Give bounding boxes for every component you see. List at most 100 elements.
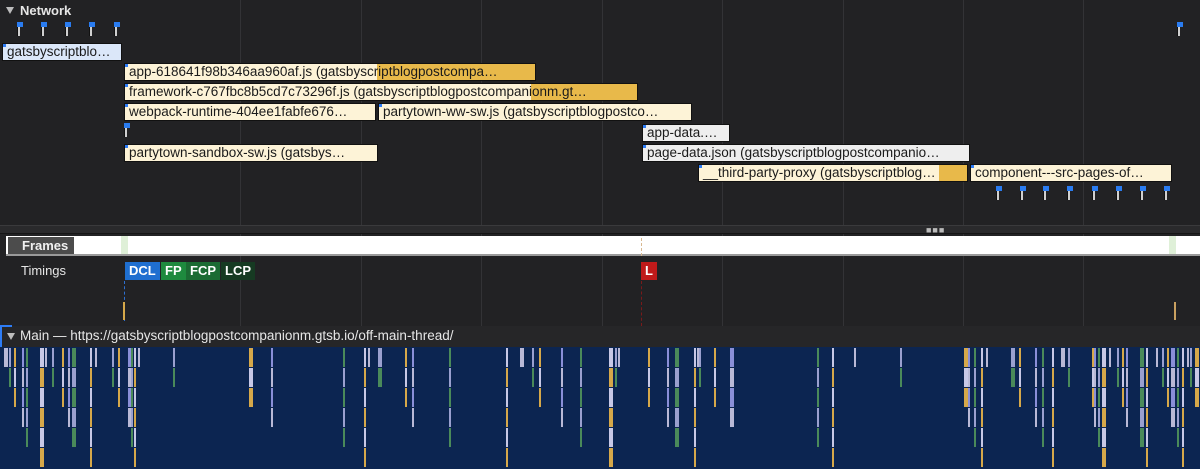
- timing-marker-fp[interactable]: FP: [161, 262, 186, 280]
- flame-chart-event[interactable]: [974, 388, 976, 407]
- flame-chart-event[interactable]: [1042, 348, 1044, 367]
- flame-chart-event[interactable]: [539, 348, 541, 367]
- flame-chart-event[interactable]: [694, 408, 696, 427]
- flame-chart-event[interactable]: [62, 368, 64, 387]
- flame-chart-event[interactable]: [134, 428, 136, 447]
- flame-chart-event[interactable]: [90, 348, 92, 367]
- flame-chart-event[interactable]: [580, 348, 582, 367]
- flame-chart-event[interactable]: [981, 408, 983, 427]
- network-request-framework[interactable]: framework-c767fbc8b5cd7c73296f.js (gatsb…: [124, 83, 638, 101]
- flame-chart-event[interactable]: [14, 348, 16, 367]
- flame-chart-event[interactable]: [986, 348, 988, 367]
- flame-chart-event[interactable]: [68, 368, 70, 387]
- network-request-partytown-ww[interactable]: partytown-ww-sw.js (gatsbyscriptblogpost…: [378, 103, 692, 121]
- flame-chart-event[interactable]: [1117, 368, 1119, 387]
- flame-chart-event[interactable]: [974, 408, 976, 427]
- flame-chart-event[interactable]: [1102, 448, 1106, 467]
- flame-chart-event[interactable]: [1019, 388, 1021, 407]
- flame-chart-event[interactable]: [1098, 388, 1100, 407]
- flame-chart-event[interactable]: [112, 368, 114, 387]
- flame-chart-event[interactable]: [1146, 428, 1148, 447]
- flame-chart-event[interactable]: [173, 348, 175, 367]
- flame-chart-event[interactable]: [675, 368, 679, 387]
- flame-chart-event[interactable]: [817, 368, 819, 387]
- flame-chart-event[interactable]: [694, 428, 696, 447]
- flame-chart-event[interactable]: [1052, 428, 1054, 447]
- frames-track[interactable]: [6, 236, 1200, 256]
- flame-chart-event[interactable]: [561, 388, 563, 407]
- flame-chart-event[interactable]: [1140, 348, 1144, 367]
- flame-chart-event[interactable]: [343, 348, 345, 367]
- flame-chart-event[interactable]: [1019, 368, 1021, 387]
- flame-chart-event[interactable]: [1068, 348, 1070, 367]
- flame-chart-event[interactable]: [405, 348, 407, 367]
- network-request-component[interactable]: component---src-pages-of…: [970, 164, 1172, 182]
- flame-chart-event[interactable]: [1182, 448, 1184, 467]
- flame-chart-event[interactable]: [249, 348, 253, 367]
- flame-chart-event[interactable]: [271, 408, 273, 427]
- flame-chart-event[interactable]: [1146, 368, 1148, 387]
- flame-chart-event[interactable]: [618, 348, 620, 367]
- flame-chart-event[interactable]: [900, 368, 902, 387]
- flame-chart-event[interactable]: [981, 388, 983, 407]
- flame-chart-event[interactable]: [449, 408, 451, 427]
- flame-chart-event[interactable]: [561, 348, 563, 367]
- flame-chart-event[interactable]: [40, 348, 44, 367]
- flame-chart-event[interactable]: [609, 368, 613, 387]
- flame-chart-event[interactable]: [1102, 428, 1106, 447]
- flame-chart-event[interactable]: [90, 368, 92, 387]
- flame-chart-event[interactable]: [449, 428, 451, 447]
- flame-chart-event[interactable]: [1098, 348, 1100, 367]
- flame-chart-event[interactable]: [532, 348, 534, 367]
- flame-chart-event[interactable]: [72, 428, 76, 447]
- flame-chart-event[interactable]: [249, 368, 253, 387]
- network-request-doc[interactable]: gatsbyscriptblo…: [2, 43, 122, 61]
- flame-chart-event[interactable]: [45, 348, 47, 367]
- flame-chart-event[interactable]: [22, 348, 24, 367]
- flame-chart-event[interactable]: [118, 368, 120, 387]
- flame-chart-event[interactable]: [1042, 428, 1044, 447]
- timing-marker-lcp[interactable]: LCP: [221, 262, 255, 280]
- flame-chart-event[interactable]: [817, 348, 819, 367]
- flame-chart-event[interactable]: [22, 368, 24, 387]
- flame-chart-event[interactable]: [532, 368, 534, 387]
- flame-chart-event[interactable]: [14, 368, 16, 387]
- flame-chart-event[interactable]: [1195, 388, 1199, 407]
- flame-chart-event[interactable]: [405, 368, 407, 387]
- flame-chart-event[interactable]: [1182, 408, 1184, 427]
- flame-chart-event[interactable]: [667, 408, 669, 427]
- flame-chart-event[interactable]: [968, 388, 970, 407]
- flame-chart-event[interactable]: [981, 368, 983, 387]
- flame-chart-event[interactable]: [128, 388, 132, 407]
- flame-chart-event[interactable]: [90, 448, 92, 467]
- flame-chart-event[interactable]: [1094, 348, 1096, 367]
- flame-chart-event[interactable]: [832, 368, 834, 387]
- flame-chart-event[interactable]: [520, 348, 524, 367]
- flame-chart-event[interactable]: [1146, 408, 1148, 427]
- flame-chart-event[interactable]: [364, 388, 366, 407]
- flame-chart-event[interactable]: [405, 388, 407, 407]
- collapse-triangle-icon[interactable]: [6, 7, 14, 14]
- flame-chart-event[interactable]: [1177, 408, 1179, 427]
- flame-chart-event[interactable]: [364, 428, 366, 447]
- flame-chart-event[interactable]: [675, 428, 679, 447]
- flame-chart-event[interactable]: [449, 388, 451, 407]
- flame-chart-event[interactable]: [981, 348, 983, 367]
- flame-chart-event[interactable]: [1052, 448, 1054, 467]
- flame-chart-event[interactable]: [1092, 388, 1094, 407]
- flame-chart-event[interactable]: [1094, 408, 1096, 427]
- flame-chart-event[interactable]: [412, 408, 414, 427]
- flame-chart-event[interactable]: [730, 408, 734, 427]
- flame-chart-event[interactable]: [1035, 388, 1037, 407]
- flame-chart-event[interactable]: [964, 388, 968, 407]
- flame-chart-event[interactable]: [964, 368, 968, 387]
- flame-chart-event[interactable]: [981, 448, 983, 467]
- flame-chart-event[interactable]: [1102, 348, 1106, 367]
- flame-chart-event[interactable]: [1182, 428, 1184, 447]
- timing-marker-dcl[interactable]: DCL: [125, 262, 160, 280]
- flame-chart-event[interactable]: [26, 368, 28, 387]
- flame-chart-event[interactable]: [343, 368, 345, 387]
- flame-chart-event[interactable]: [580, 368, 582, 387]
- flame-chart-event[interactable]: [1140, 368, 1144, 387]
- flame-chart-event[interactable]: [832, 448, 834, 467]
